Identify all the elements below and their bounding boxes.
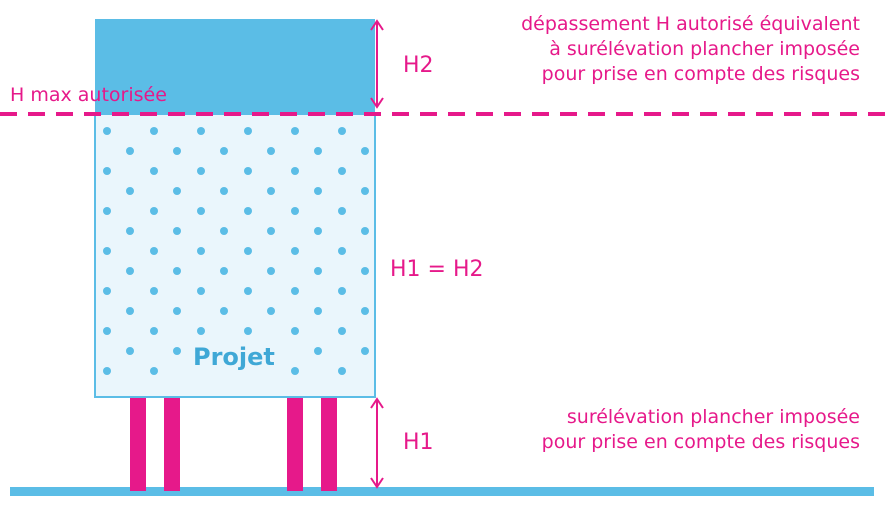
- dot: [338, 367, 346, 375]
- building-body: [94, 113, 376, 398]
- top-note-line: dépassement H autorisé équivalent: [521, 13, 860, 35]
- dot: [338, 167, 346, 175]
- dot: [103, 327, 111, 335]
- dot: [173, 147, 181, 155]
- dot: [291, 367, 299, 375]
- dot: [361, 307, 369, 315]
- dot: [361, 347, 369, 355]
- dot: [314, 147, 322, 155]
- building-overhang: [95, 19, 375, 114]
- dot: [150, 247, 158, 255]
- dot: [267, 307, 275, 315]
- dot: [314, 227, 322, 235]
- pillar: [130, 398, 146, 491]
- dot: [126, 227, 134, 235]
- dot: [338, 207, 346, 215]
- dot: [244, 207, 252, 215]
- bottom-note-line: pour prise en compte des risques: [541, 431, 860, 453]
- dot: [244, 127, 252, 135]
- dot: [150, 127, 158, 135]
- dot: [103, 367, 111, 375]
- dot: [103, 127, 111, 135]
- dot: [361, 147, 369, 155]
- dot: [173, 187, 181, 195]
- dot: [267, 147, 275, 155]
- bottom-note: surélévation plancher imposée pour prise…: [542, 405, 860, 455]
- dot: [267, 227, 275, 235]
- pillar: [164, 398, 180, 491]
- h-max-label: H max autorisée: [10, 84, 167, 106]
- dot: [103, 207, 111, 215]
- dot: [197, 327, 205, 335]
- dot: [291, 247, 299, 255]
- dot: [267, 267, 275, 275]
- dot: [220, 307, 228, 315]
- dot: [126, 307, 134, 315]
- dot: [291, 287, 299, 295]
- dot: [244, 327, 252, 335]
- dot: [314, 347, 322, 355]
- dot: [173, 347, 181, 355]
- dot: [220, 267, 228, 275]
- dot: [150, 367, 158, 375]
- h2-dimension-arrow: [370, 19, 384, 109]
- top-note-line: à surélévation plancher imposée: [549, 38, 860, 60]
- pillar: [321, 398, 337, 491]
- projet-label: Projet: [193, 343, 275, 371]
- dot: [173, 307, 181, 315]
- dot: [244, 247, 252, 255]
- dot: [361, 187, 369, 195]
- dot: [291, 127, 299, 135]
- dot: [314, 187, 322, 195]
- dot: [338, 247, 346, 255]
- dot: [314, 307, 322, 315]
- dot: [197, 167, 205, 175]
- dot: [361, 267, 369, 275]
- dot: [197, 207, 205, 215]
- dot: [126, 347, 134, 355]
- h1-eq-h2-label: H1 = H2: [390, 257, 484, 282]
- dot: [197, 247, 205, 255]
- dot: [338, 127, 346, 135]
- top-note: dépassement H autorisé équivalent à suré…: [521, 12, 860, 87]
- dot: [173, 227, 181, 235]
- dot: [150, 207, 158, 215]
- dot: [103, 167, 111, 175]
- dot: [244, 167, 252, 175]
- dot: [291, 327, 299, 335]
- dot: [291, 207, 299, 215]
- dot: [314, 267, 322, 275]
- h1-dimension-arrow: [370, 397, 384, 489]
- h2-label: H2: [403, 53, 434, 78]
- dot: [150, 287, 158, 295]
- dot: [150, 167, 158, 175]
- pillar: [287, 398, 303, 491]
- dot: [220, 147, 228, 155]
- dot: [126, 147, 134, 155]
- dot: [197, 127, 205, 135]
- bottom-note-line: surélévation plancher imposée: [566, 406, 860, 428]
- dot: [103, 287, 111, 295]
- dot: [173, 267, 181, 275]
- dot: [291, 167, 299, 175]
- dot: [197, 287, 205, 295]
- dot: [338, 327, 346, 335]
- dot: [220, 187, 228, 195]
- dot: [220, 227, 228, 235]
- dot: [267, 187, 275, 195]
- dot: [338, 287, 346, 295]
- dot: [126, 267, 134, 275]
- dot: [103, 247, 111, 255]
- dot: [150, 327, 158, 335]
- building-dots: [103, 127, 369, 375]
- dot: [361, 227, 369, 235]
- dot: [126, 187, 134, 195]
- ground-line: [10, 487, 874, 496]
- top-note-line: pour prise en compte des risques: [541, 63, 860, 85]
- dot: [244, 287, 252, 295]
- h1-label: H1: [403, 430, 434, 455]
